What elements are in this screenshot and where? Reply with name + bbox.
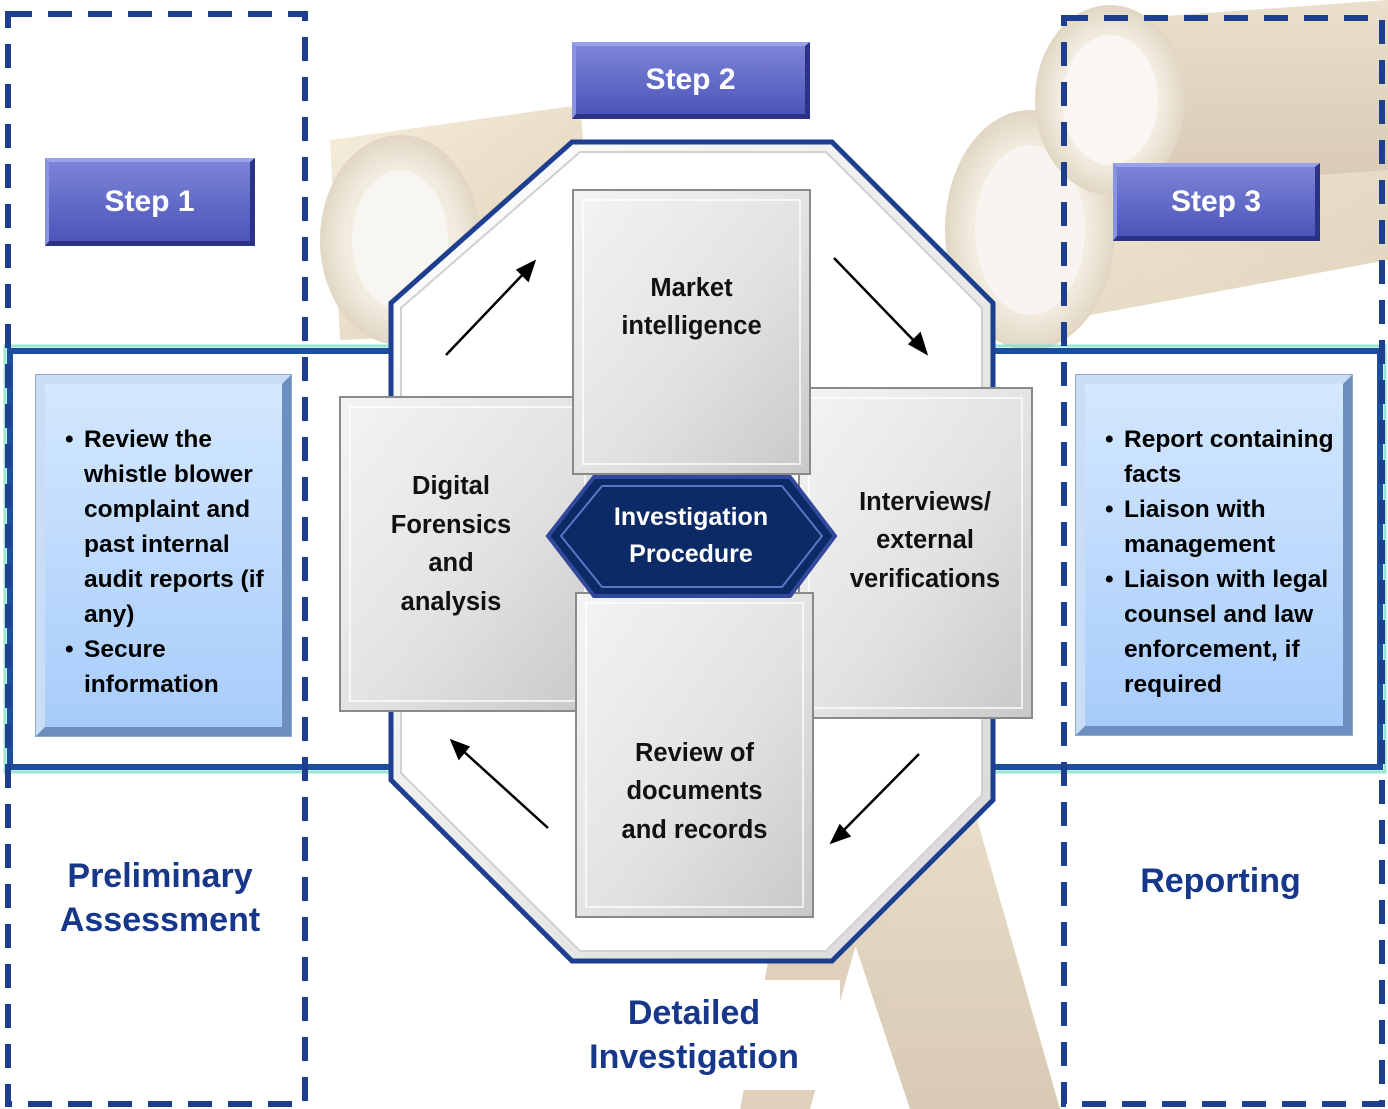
tile-right-shape bbox=[798, 387, 1033, 719]
tile-text-line: external bbox=[876, 526, 974, 555]
tile-text-line: Interviews/ bbox=[859, 487, 991, 516]
stage-label-detailed-investigation: Detailed Investigation bbox=[548, 980, 840, 1090]
step-1-column bbox=[5, 11, 308, 1107]
tile-digital-forensics: Digital Forensics and analysis bbox=[340, 464, 562, 624]
tile-top-shape bbox=[572, 189, 811, 475]
tile-text-line: Review of bbox=[634, 738, 755, 767]
stage-label-reporting: Reporting bbox=[1099, 846, 1342, 916]
preliminary-bullet-item: Secure information bbox=[65, 632, 278, 702]
reporting-bullet-item: Liaison with legal counsel and law enfor… bbox=[1105, 562, 1339, 702]
investigation-procedure-label: Investigation Procedure bbox=[560, 496, 822, 576]
tile-text-line: Digital bbox=[412, 472, 490, 500]
tile-interviews-external-verifications: Interviews/ external verifications bbox=[812, 478, 1038, 603]
hex-text-line: Procedure bbox=[629, 540, 753, 568]
tile-text-line: Forensics bbox=[390, 510, 512, 539]
tile-text-line: and records bbox=[621, 815, 768, 844]
preliminary-bullet-item: Review the whistle blower complaint and … bbox=[65, 422, 278, 632]
binoculars-background-image bbox=[320, 0, 1388, 1109]
reporting-panel: Report containing facts Liaison with man… bbox=[1075, 374, 1353, 736]
stage-label-line: Assessment bbox=[59, 900, 261, 939]
step-3-column bbox=[1061, 15, 1385, 1107]
reporting-bullet-list: Report containing facts Liaison with man… bbox=[1095, 422, 1339, 702]
tile-text-line: documents bbox=[626, 777, 763, 806]
step-2-button: Step 2 bbox=[572, 42, 810, 119]
tile-market-intelligence: Market intelligence bbox=[573, 262, 810, 352]
tile-text-line: Market bbox=[650, 273, 733, 302]
hex-text-line: Investigation bbox=[613, 503, 769, 531]
stage-label-preliminary-assessment: Preliminary Assessment bbox=[40, 840, 280, 955]
tile-text-line: analysis bbox=[400, 587, 502, 616]
tile-text-line: and bbox=[428, 549, 474, 577]
tile-review-of-documents: Review of documents and records bbox=[576, 729, 813, 854]
preliminary-assessment-panel: Review the whistle blower complaint and … bbox=[35, 374, 292, 737]
preliminary-bullet-list: Review the whistle blower complaint and … bbox=[55, 422, 278, 702]
step-3-button: Step 3 bbox=[1113, 163, 1320, 241]
stage-label-line: Preliminary bbox=[67, 856, 253, 895]
reporting-bullet-item: Report containing facts bbox=[1105, 422, 1339, 492]
reporting-bullet-item: Liaison with management bbox=[1105, 492, 1339, 562]
cycle-arrows bbox=[445, 257, 929, 845]
center-hexagon bbox=[545, 475, 838, 598]
step-1-button: Step 1 bbox=[45, 158, 255, 246]
tile-text-line: intelligence bbox=[621, 312, 762, 340]
tile-left-shape bbox=[339, 396, 596, 712]
tile-text-line: verifications bbox=[849, 564, 1001, 593]
stage-label-line: Detailed bbox=[627, 994, 761, 1032]
stage-label-line: Investigation bbox=[589, 1038, 799, 1076]
